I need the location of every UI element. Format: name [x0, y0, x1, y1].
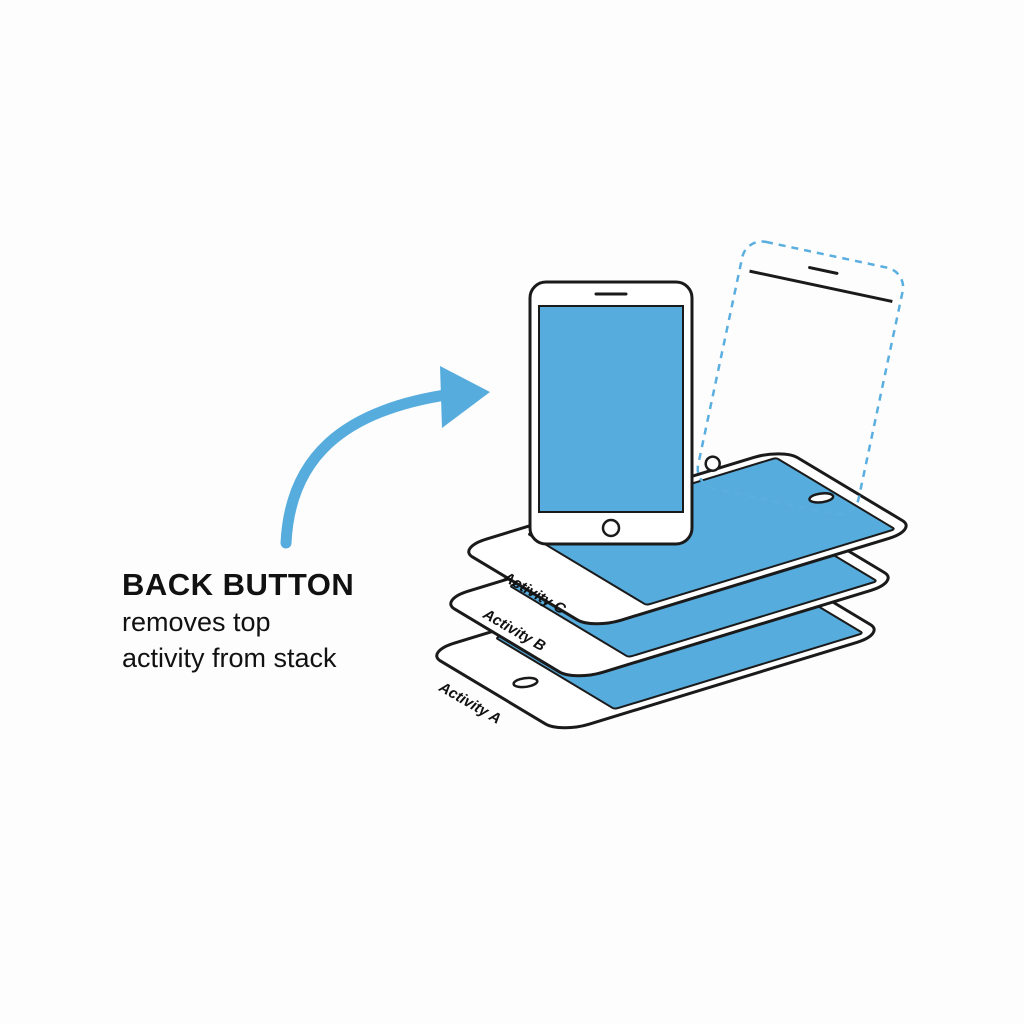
back-button-caption: BACK BUTTON removes top activity from st… — [122, 566, 442, 676]
caption-line-2: activity from stack — [122, 643, 337, 673]
caption-line-1: removes top — [122, 607, 271, 637]
smartphone-icon — [528, 280, 694, 546]
removed-phone-outline — [696, 240, 905, 516]
caption-title: BACK BUTTON — [122, 567, 355, 602]
curved-arrow-icon — [280, 366, 490, 549]
